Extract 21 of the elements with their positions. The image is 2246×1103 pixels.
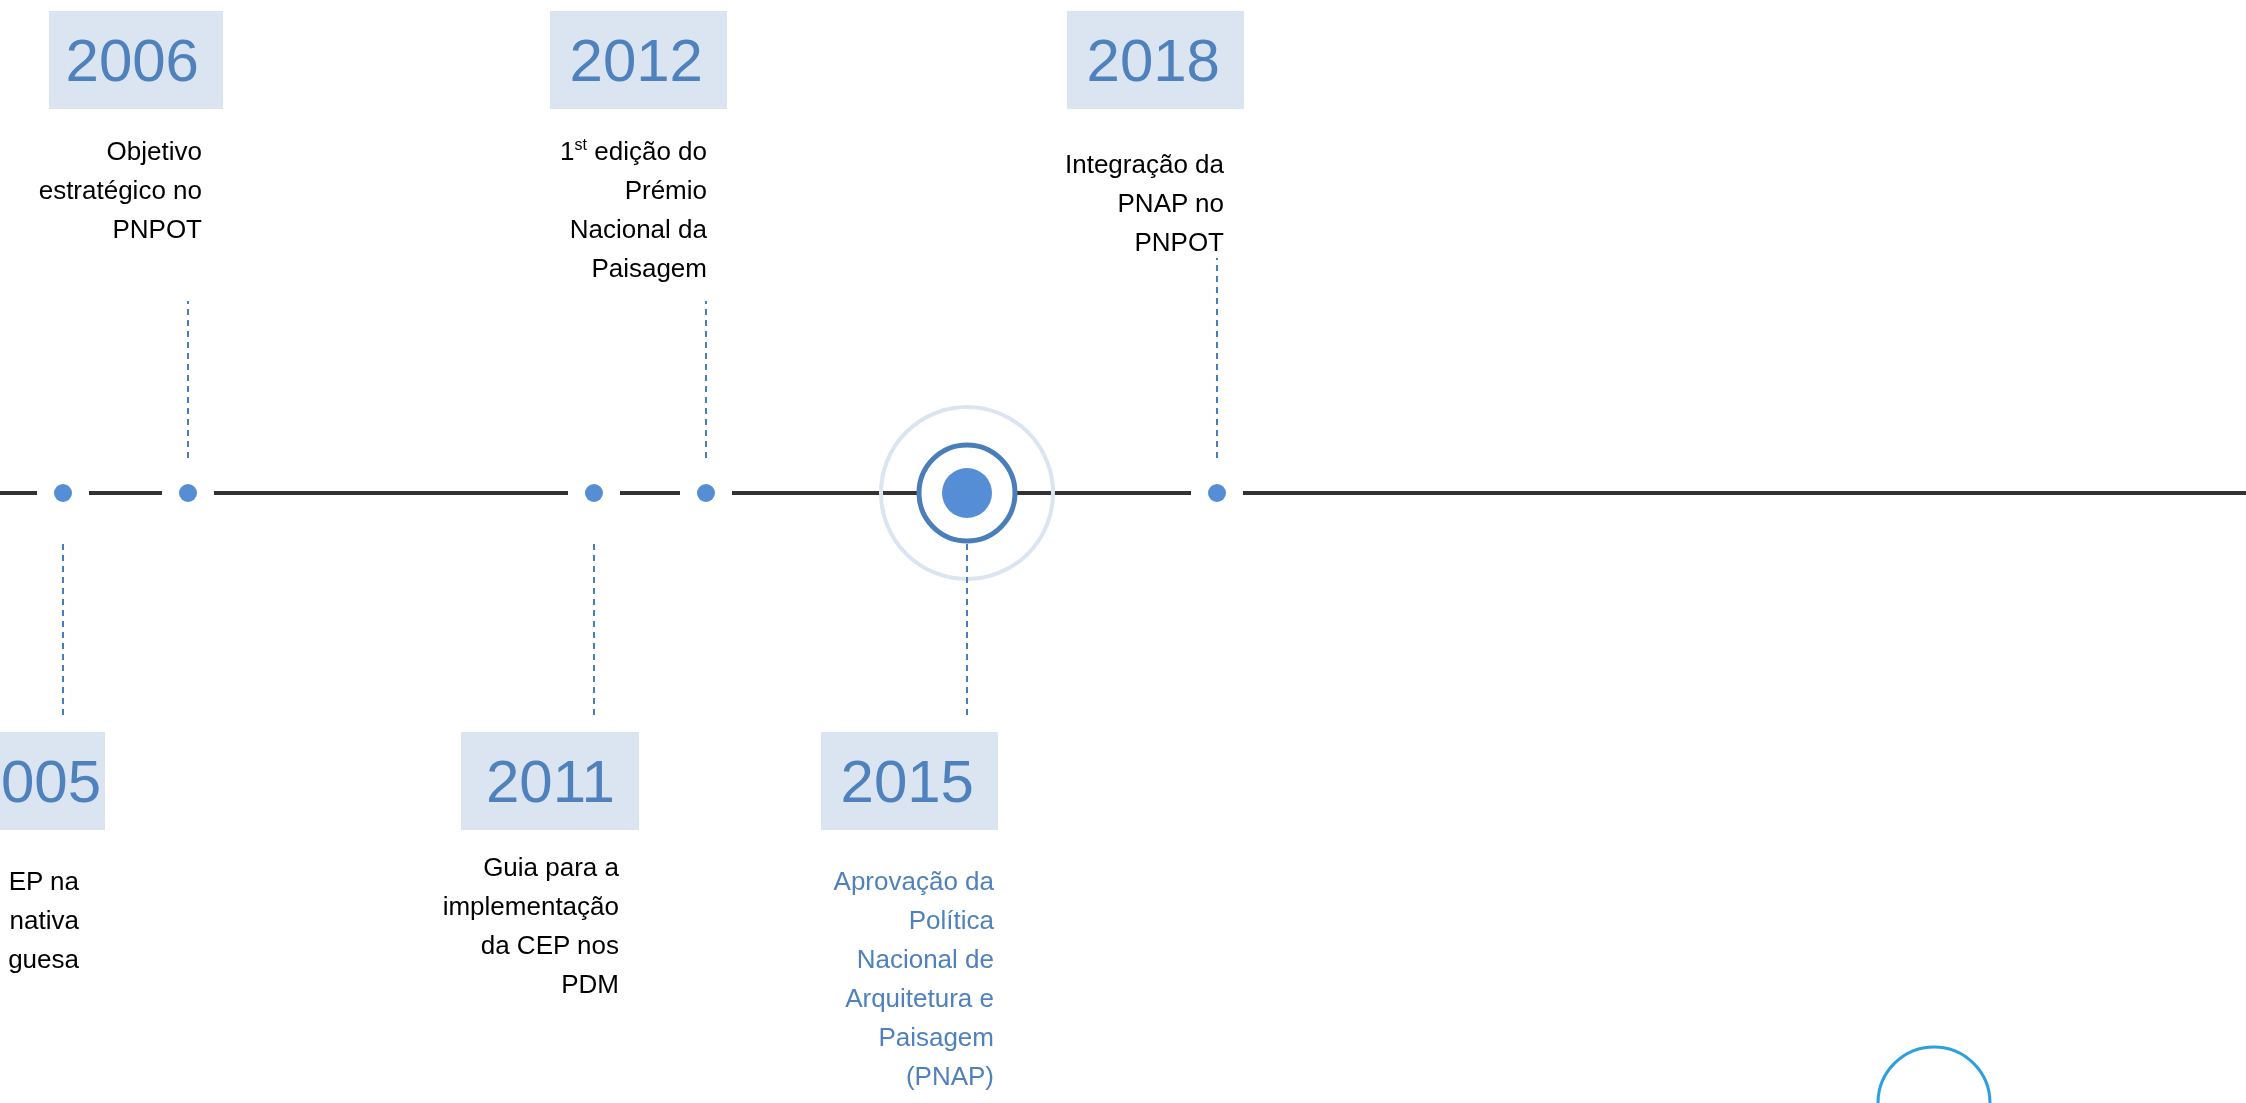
leader-line [187, 300, 189, 459]
year-box: 2012 [550, 11, 727, 109]
timeline-dot [54, 484, 72, 502]
year-box: 2011 [461, 732, 639, 830]
leader-line [1216, 257, 1218, 459]
event-description: 1$^{st}$ edição do Prémio Nacional da Paisagem [559, 135, 707, 285]
year-box: 2018 [1067, 11, 1244, 109]
timeline-dot [697, 484, 715, 502]
leader-line [705, 300, 707, 459]
event-description: EP na nativa guesa [7, 865, 79, 976]
milestone-marker [879, 405, 1055, 581]
event-description: Guia para a implementação da CEP nos PDM [441, 851, 619, 1001]
timeline-dot [1208, 484, 1226, 502]
year-box: 2015 [821, 732, 998, 830]
timeline-dot [585, 484, 603, 502]
event-description: Aprovação da Política Nacional de Arquitetura e Paisagem (PNAP) [832, 865, 994, 1093]
year-box: 005 [0, 732, 105, 830]
year-box: 2006 [49, 11, 223, 109]
event-description: Integração da PNAP no PNPOT [1064, 148, 1224, 259]
timeline-dot [179, 484, 197, 502]
event-description: Objetivo estratégico no PNPOT [37, 135, 202, 246]
